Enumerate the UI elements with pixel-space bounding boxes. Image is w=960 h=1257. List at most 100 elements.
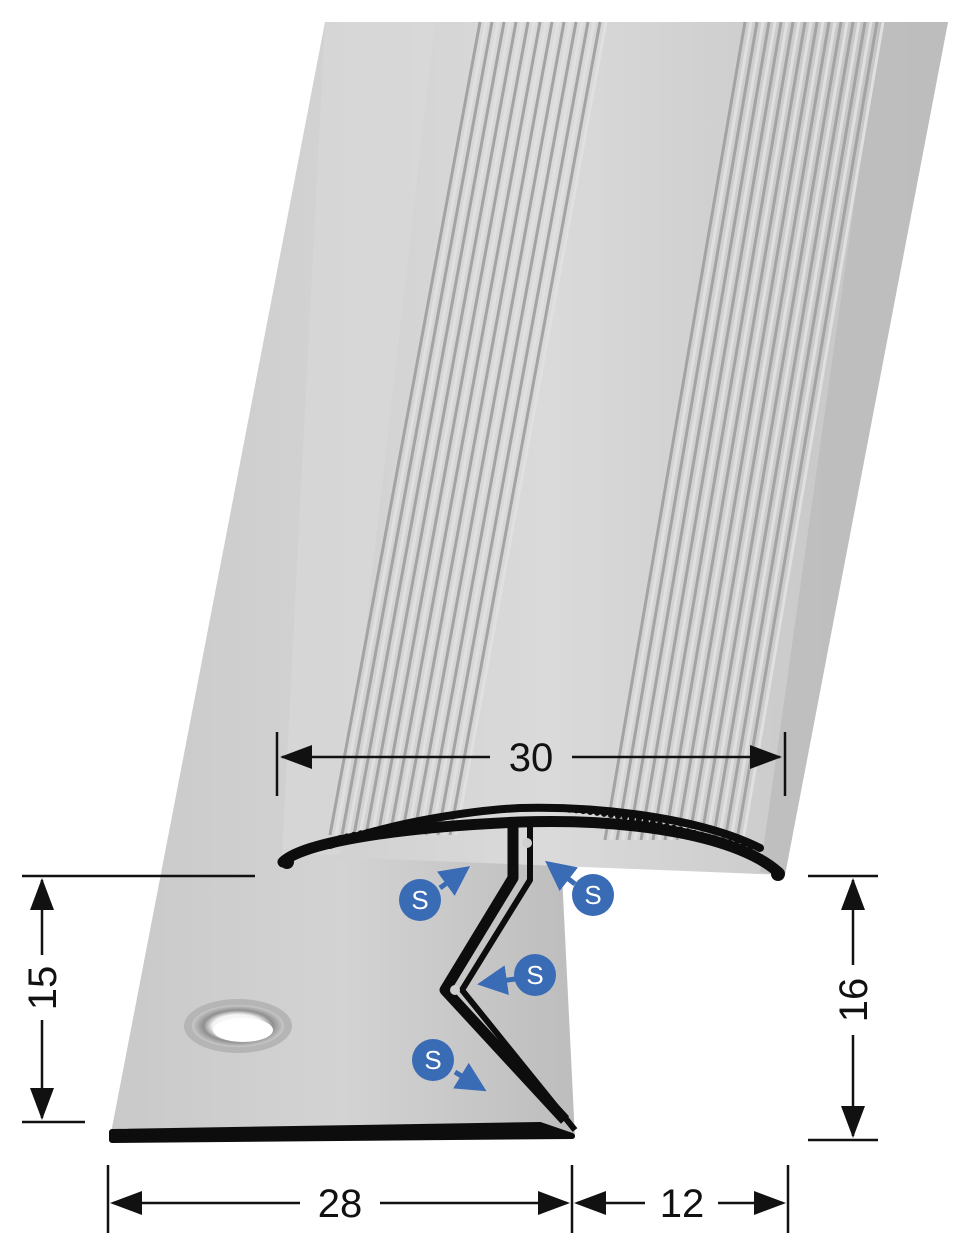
screw-marker-2: S bbox=[545, 860, 614, 916]
groove-line bbox=[729, 21, 873, 841]
groove-line bbox=[424, 21, 578, 836]
groove-line bbox=[334, 21, 488, 836]
groove-line bbox=[382, 21, 536, 836]
groove-line bbox=[717, 21, 861, 841]
cover-rib bbox=[357, 830, 364, 837]
screw-marker-icon bbox=[514, 954, 556, 996]
groove-line bbox=[448, 21, 602, 836]
groove-line bbox=[388, 21, 542, 836]
cover-rib bbox=[343, 833, 350, 840]
groove-line bbox=[627, 21, 771, 841]
cover-rib bbox=[441, 813, 448, 820]
groove-line bbox=[430, 21, 584, 836]
cover-rib bbox=[420, 817, 427, 824]
groove-line bbox=[412, 21, 566, 836]
groove-line bbox=[328, 21, 482, 836]
cross-section bbox=[109, 803, 785, 1143]
groove-line bbox=[615, 21, 759, 841]
cover-rib bbox=[455, 811, 462, 818]
dimension-left-height: 15 bbox=[21, 966, 65, 1011]
groove-line bbox=[699, 21, 843, 841]
groove-line bbox=[621, 21, 765, 841]
cover-rib bbox=[587, 809, 594, 815]
cover-rib bbox=[663, 823, 670, 829]
cover-rib bbox=[496, 806, 503, 813]
groove-line bbox=[454, 21, 608, 836]
cover-rib bbox=[580, 808, 587, 815]
screw-marker-icon bbox=[412, 1039, 454, 1081]
screw-marker-label: S bbox=[584, 880, 601, 910]
cover-rib bbox=[719, 837, 726, 844]
dimension-right-height: 16 bbox=[832, 978, 876, 1023]
cover-rib bbox=[705, 833, 712, 840]
cover-rib bbox=[434, 814, 441, 821]
cover-rib bbox=[635, 817, 642, 823]
cover-rib bbox=[698, 831, 705, 838]
screw-marker-4: S bbox=[412, 1039, 487, 1092]
cover-rib bbox=[566, 806, 573, 813]
cover-rib bbox=[733, 841, 740, 848]
cover-rib bbox=[517, 805, 524, 812]
dimension-bottom-right-width: 12 bbox=[660, 1182, 705, 1226]
groove-line bbox=[352, 21, 506, 836]
groove-line bbox=[657, 21, 801, 841]
groove-line bbox=[669, 21, 813, 841]
cover-rib bbox=[691, 829, 698, 836]
cover-rib bbox=[503, 806, 510, 813]
screw-marker-1: S bbox=[399, 866, 471, 921]
groove-line bbox=[693, 21, 837, 841]
cover-rib bbox=[482, 808, 489, 814]
screw-marker-icon bbox=[572, 874, 614, 916]
dimension-top-width: 30 bbox=[509, 736, 554, 780]
groove-line bbox=[364, 21, 518, 836]
dimension-lines bbox=[22, 732, 878, 1233]
screw-marker-label: S bbox=[424, 1045, 441, 1075]
groove-line bbox=[675, 21, 819, 841]
groove-line bbox=[603, 21, 747, 841]
cover-rib bbox=[712, 835, 719, 842]
cover-rib bbox=[545, 805, 552, 812]
cover-rib bbox=[427, 815, 434, 822]
groove-line bbox=[400, 21, 554, 836]
groove-line bbox=[442, 21, 596, 836]
groove-line bbox=[735, 21, 879, 841]
cover-rib bbox=[448, 812, 455, 819]
groove-line bbox=[723, 21, 867, 841]
groove-line bbox=[741, 21, 885, 841]
cover-rib bbox=[462, 810, 469, 817]
cover-rib bbox=[747, 845, 753, 851]
cover-rib bbox=[364, 828, 371, 835]
groove-line bbox=[705, 21, 849, 841]
groove-line bbox=[370, 21, 524, 836]
groove-line bbox=[687, 21, 831, 841]
cover-rib bbox=[684, 828, 691, 835]
cover-rib bbox=[524, 805, 531, 812]
groove-band-left bbox=[328, 21, 608, 836]
cover-rib bbox=[656, 821, 663, 828]
cover-rib bbox=[621, 814, 628, 821]
groove-line bbox=[645, 21, 789, 841]
screw-marker-icon bbox=[399, 879, 441, 921]
cover-rib bbox=[601, 810, 608, 817]
cover-rib bbox=[594, 809, 601, 816]
groove-line bbox=[436, 21, 590, 836]
cover-rib bbox=[740, 843, 747, 850]
cover-rib bbox=[559, 806, 566, 813]
groove-line bbox=[394, 21, 548, 836]
cover-rib bbox=[573, 807, 580, 814]
cover-rib bbox=[337, 835, 343, 841]
cover-rib bbox=[726, 839, 733, 846]
cover-rib bbox=[489, 807, 496, 814]
cover-rib bbox=[608, 812, 614, 818]
cover-rib bbox=[399, 821, 406, 828]
groove-line bbox=[633, 21, 777, 841]
groove-line bbox=[651, 21, 795, 841]
groove-line bbox=[346, 21, 500, 836]
groove-line bbox=[681, 21, 825, 841]
groove-line bbox=[663, 21, 807, 841]
cover-rib bbox=[371, 827, 378, 834]
screw-marker-label: S bbox=[526, 960, 543, 990]
cover-rib bbox=[552, 805, 559, 812]
cover-rib bbox=[392, 822, 399, 829]
